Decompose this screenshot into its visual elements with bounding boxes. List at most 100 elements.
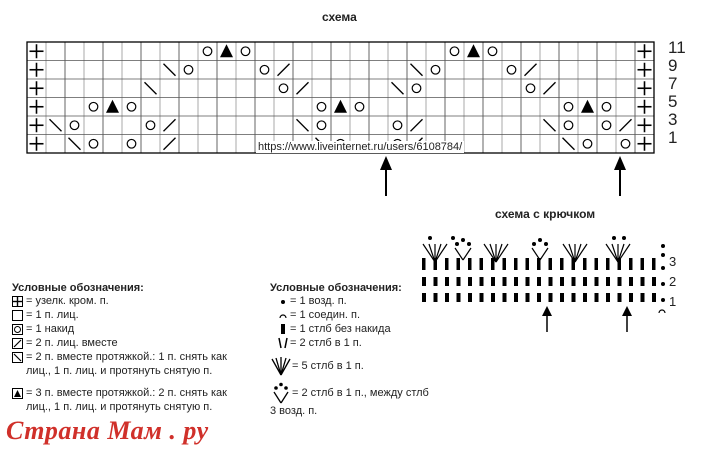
chain-icon bbox=[467, 242, 471, 246]
picot-icon bbox=[539, 247, 549, 261]
single-crochet-icon bbox=[433, 258, 437, 270]
k2tog-icon bbox=[543, 81, 556, 95]
picot-icon bbox=[273, 382, 289, 404]
fan-five-icon bbox=[495, 243, 503, 263]
knit-row-numbers: 11 9 7 5 3 1 bbox=[668, 39, 698, 147]
single-crochet-icon bbox=[560, 293, 564, 302]
ssk-icon bbox=[68, 137, 81, 151]
dec3-icon bbox=[467, 44, 480, 58]
fan-five-icon bbox=[617, 243, 625, 263]
single-crochet-icon bbox=[640, 258, 644, 270]
row-number-7: 7 bbox=[668, 74, 678, 93]
single-crochet-icon bbox=[594, 293, 599, 302]
single-crochet-icon bbox=[640, 277, 645, 286]
ssk-icon bbox=[391, 81, 404, 95]
single-crochet-icon bbox=[456, 293, 461, 302]
single-crochet-icon bbox=[606, 277, 610, 286]
yarn-over-icon bbox=[506, 64, 517, 75]
single-crochet-icon bbox=[537, 293, 541, 302]
crochet-row-numbers: 3 2 1 bbox=[669, 252, 689, 312]
single-crochet-icon bbox=[652, 293, 656, 302]
legend-picot-continued: 3 возд. п. bbox=[270, 405, 318, 417]
fan-five-icon bbox=[428, 243, 436, 263]
yarn-over-icon bbox=[145, 120, 156, 131]
legend-dec3: = 3 п. вместе протяжкой.: 2 п. снять как bbox=[12, 386, 227, 400]
single-crochet-icon bbox=[491, 258, 495, 270]
chain-icon bbox=[612, 236, 616, 240]
fan-five-icon bbox=[605, 243, 619, 263]
single-crochet-icon bbox=[479, 293, 484, 302]
single-crochet-icon bbox=[525, 293, 530, 302]
chain-icon bbox=[461, 238, 465, 242]
chain-icon bbox=[544, 242, 548, 246]
single-crochet-icon bbox=[445, 293, 449, 302]
single-crochet-icon bbox=[606, 293, 610, 302]
single-crochet-icon bbox=[583, 258, 587, 270]
slip-stitch-icon bbox=[279, 314, 287, 319]
yarn-over-icon bbox=[202, 46, 213, 57]
grid-border bbox=[26, 41, 655, 154]
crochet-legend: Условные обозначения: = 1 возд. п. = 1 с… bbox=[270, 282, 429, 418]
crochet-row-number-1: 1 bbox=[669, 294, 677, 309]
yarn-over-icon bbox=[88, 101, 99, 112]
ssk-icon bbox=[144, 81, 157, 95]
single-crochet-icon bbox=[537, 277, 541, 286]
single-crochet-icon bbox=[583, 277, 587, 286]
chain-icon bbox=[661, 244, 665, 248]
chain-icon bbox=[661, 253, 665, 257]
ssk-icon bbox=[296, 118, 309, 132]
picot-icon bbox=[454, 247, 464, 261]
k2tog-icon bbox=[296, 81, 309, 95]
single-crochet-icon bbox=[629, 277, 633, 286]
yarn-over-icon bbox=[487, 46, 498, 57]
yarn-over-icon bbox=[392, 120, 403, 131]
yarn-over-icon bbox=[411, 83, 422, 94]
chain-icon bbox=[661, 282, 665, 286]
single-crochet-icon bbox=[525, 258, 529, 270]
single-crochet-icon bbox=[502, 277, 507, 286]
yarn-over-icon bbox=[601, 101, 612, 112]
single-crochet-icon bbox=[548, 293, 553, 302]
k2tog-icon bbox=[410, 118, 423, 132]
single-crochet-icon bbox=[617, 258, 621, 270]
yarn-over-icon bbox=[183, 64, 194, 75]
crochet-chart-body bbox=[422, 236, 666, 314]
fan-five-icon bbox=[434, 243, 448, 263]
yarn-over-icon bbox=[240, 46, 251, 57]
yarn-over-icon bbox=[259, 64, 270, 75]
single-crochet-icon bbox=[456, 258, 460, 270]
legend-chain: = 1 возд. п. bbox=[270, 294, 429, 308]
ssk-icon bbox=[562, 137, 575, 151]
repeat-arrow-right-icon bbox=[614, 156, 626, 196]
single-crochet-icon bbox=[445, 258, 449, 270]
dec3-icon bbox=[220, 44, 233, 58]
yarn-over-icon bbox=[563, 120, 574, 131]
fan-five-icon bbox=[495, 243, 509, 263]
ssk-icon bbox=[49, 118, 62, 132]
single-crochet-icon bbox=[617, 277, 622, 286]
single-crochet-icon bbox=[560, 277, 564, 286]
crochet-chart bbox=[422, 236, 666, 332]
source-url: https://www.liveinternet.ru/users/610878… bbox=[256, 141, 465, 153]
single-crochet-icon bbox=[571, 277, 576, 286]
ssk-icon bbox=[410, 63, 423, 77]
legend-picot: = 2 стлб в 1 п., между стлб bbox=[270, 382, 429, 404]
legend-edge-stitch: = узелк. кром. п. bbox=[12, 294, 227, 308]
dec3-icon bbox=[334, 99, 347, 113]
single-crochet-icon bbox=[514, 277, 518, 286]
single-crochet-icon bbox=[594, 277, 599, 286]
chain-icon bbox=[532, 242, 536, 246]
yarn-over-icon bbox=[126, 138, 137, 149]
fan-five-icon bbox=[568, 243, 576, 263]
fan-five-icon bbox=[489, 243, 497, 263]
fan-five-icon bbox=[271, 357, 291, 376]
single-crochet-icon bbox=[640, 293, 645, 302]
single-crochet-icon bbox=[548, 277, 553, 286]
fan-five-icon bbox=[422, 243, 436, 263]
crochet-row-number-2: 2 bbox=[669, 274, 677, 289]
legend-ssk: = 2 п. вместе протяжкой.: 1 п. снять как bbox=[12, 350, 227, 364]
fan-five-icon bbox=[617, 243, 631, 263]
crochet-row-number-3: 3 bbox=[669, 254, 677, 269]
yarn-over-icon bbox=[525, 83, 536, 94]
site-logo: Страна Мам . ру bbox=[6, 416, 209, 445]
